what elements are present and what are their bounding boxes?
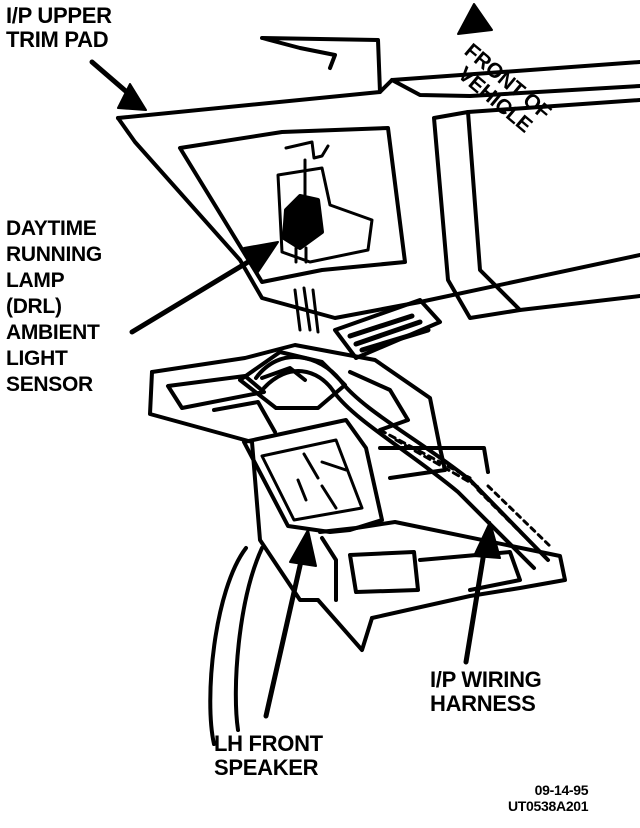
arrowhead-speaker [289, 529, 317, 567]
label-line: LAMP [6, 269, 65, 292]
arrow-front-of-vehicle [457, 3, 493, 35]
label-line: I/P UPPER [6, 3, 112, 28]
drl-ambient-light-sensor [282, 140, 330, 334]
lower-dash-edge [208, 546, 264, 746]
arrow-harness [463, 537, 489, 665]
upper-trim-pad [116, 36, 640, 320]
label-line: DAYTIME [6, 217, 97, 240]
label-line: I/P WIRING [430, 667, 542, 692]
label-front-speaker: LH FRONT SPEAKER [214, 732, 323, 780]
label-drl-sensor: DAYTIME RUNNING LAMP (DRL) AMBIENT LIGHT… [6, 216, 102, 398]
label-line: SPEAKER [214, 755, 319, 780]
label-line: (DRL) [6, 295, 62, 318]
figure-id: UT0538A201 [508, 798, 589, 814]
label-line: TRIM PAD [6, 27, 109, 52]
arrowhead-harness [473, 521, 501, 559]
label-line: HARNESS [430, 691, 536, 716]
label-wiring-harness: I/P WIRING HARNESS [430, 668, 542, 716]
arrow-speaker [263, 545, 307, 719]
wiring-harness [254, 355, 554, 570]
figure-code: 09-14-95 UT0538A201 [508, 782, 589, 814]
speaker-housing [148, 343, 567, 652]
arrowhead-trim-pad [117, 83, 147, 111]
figure-date: 09-14-95 [534, 782, 589, 798]
label-line: LIGHT [6, 347, 68, 370]
label-line: AMBIENT [6, 321, 100, 344]
arrowhead-drl-sensor [243, 241, 279, 273]
label-trim-pad: I/P UPPER TRIM PAD [6, 4, 112, 52]
arrow-drl-sensor [129, 247, 271, 335]
leader-arrows [89, 3, 501, 719]
label-line: SENSOR [6, 373, 93, 396]
label-line: RUNNING [6, 243, 102, 266]
center-vent [333, 298, 442, 360]
label-line: LH FRONT [214, 731, 323, 756]
